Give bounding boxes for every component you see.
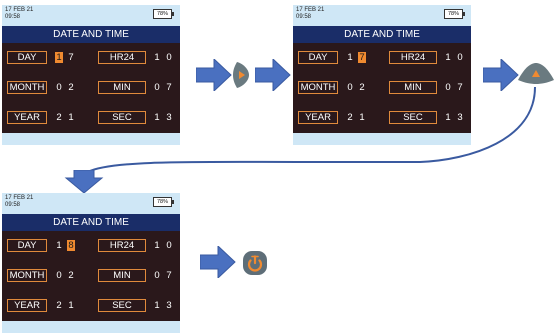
sec-digit-tens[interactable]: 1 <box>154 300 160 311</box>
sec-label: SEC <box>389 111 437 124</box>
device-screen-step-2: 17 FEB 21 09:58 78% DATE AND TIME DAY 1 … <box>293 5 471 145</box>
power-key-icon[interactable] <box>242 250 268 276</box>
date-text: 17 FEB 21 <box>296 7 325 13</box>
min-digit-units[interactable]: 7 <box>457 82 463 93</box>
time-text: 09:58 <box>5 14 21 20</box>
month-digit-tens[interactable]: 0 <box>56 82 62 93</box>
day-digit-units[interactable]: 7 <box>358 52 366 63</box>
sec-digit-units[interactable]: 3 <box>166 112 172 123</box>
device-screen-step-1: 17 FEB 21 09:58 78% DATE AND TIME DAY 1 … <box>2 5 180 145</box>
battery-level: 78% <box>156 199 168 205</box>
hr24-digit-units[interactable]: 0 <box>166 52 172 63</box>
battery-level: 78% <box>447 11 459 17</box>
year-digit-tens[interactable]: 2 <box>347 112 353 123</box>
status-date: 17 FEB 21 09:58 <box>5 7 33 21</box>
sec-label: SEC <box>98 111 146 124</box>
flow-arrow-down-icon <box>64 170 104 194</box>
hr24-digit-units[interactable]: 0 <box>166 240 172 251</box>
day-digit-tens[interactable]: 1 <box>56 240 62 251</box>
screen-title: DATE AND TIME <box>2 214 180 231</box>
day-digit-units[interactable]: 7 <box>68 52 74 63</box>
min-digit-tens[interactable]: 0 <box>154 82 160 93</box>
day-digit-tens[interactable]: 1 <box>55 52 63 63</box>
hr24-digit-units[interactable]: 0 <box>457 52 463 63</box>
sec-digit-tens[interactable]: 1 <box>154 112 160 123</box>
day-digit-units[interactable]: 8 <box>67 240 75 251</box>
min-digit-units[interactable]: 7 <box>166 82 172 93</box>
screen-title: DATE AND TIME <box>2 26 180 43</box>
year-label: YEAR <box>298 111 338 124</box>
month-digit-units[interactable]: 2 <box>359 82 365 93</box>
min-digit-tens[interactable]: 0 <box>445 82 451 93</box>
time-text: 09:58 <box>296 14 312 20</box>
day-label: DAY <box>298 51 338 64</box>
year-label: YEAR <box>7 299 47 312</box>
date-time-fields: DAY 1 7 HR24 1 0 MONTH 0 2 MIN 0 7 YEAR … <box>293 43 471 133</box>
year-label: YEAR <box>7 111 47 124</box>
year-digit-tens[interactable]: 2 <box>56 112 62 123</box>
sec-digit-units[interactable]: 3 <box>166 300 172 311</box>
battery-level: 78% <box>156 11 168 17</box>
month-label: MONTH <box>7 269 47 282</box>
sec-digit-units[interactable]: 3 <box>457 112 463 123</box>
battery-icon: 78% <box>153 197 174 207</box>
min-digit-units[interactable]: 7 <box>166 270 172 281</box>
sec-label: SEC <box>98 299 146 312</box>
status-date: 17 FEB 21 09:58 <box>5 195 33 209</box>
min-label: MIN <box>98 269 146 282</box>
min-label: MIN <box>389 81 437 94</box>
year-digit-units[interactable]: 1 <box>68 300 74 311</box>
date-text: 17 FEB 21 <box>5 7 34 13</box>
hr24-digit-tens[interactable]: 1 <box>154 52 160 63</box>
month-digit-tens[interactable]: 0 <box>56 270 62 281</box>
flow-arrow-right-icon <box>200 246 236 278</box>
hr24-label: HR24 <box>98 51 146 64</box>
hr24-digit-tens[interactable]: 1 <box>445 52 451 63</box>
time-text: 09:58 <box>5 202 21 208</box>
battery-icon: 78% <box>444 9 465 19</box>
date-time-fields: DAY 1 7 HR24 1 0 MONTH 0 2 MIN 0 7 YEAR … <box>2 43 180 133</box>
year-digit-units[interactable]: 1 <box>359 112 365 123</box>
year-digit-tens[interactable]: 2 <box>56 300 62 311</box>
device-screen-step-3: 17 FEB 21 09:58 78% DATE AND TIME DAY 1 … <box>2 193 180 333</box>
hr24-label: HR24 <box>389 51 437 64</box>
min-label: MIN <box>98 81 146 94</box>
month-digit-units[interactable]: 2 <box>68 270 74 281</box>
day-digit-tens[interactable]: 1 <box>347 52 353 63</box>
month-digit-units[interactable]: 2 <box>68 82 74 93</box>
flow-arrow-right-icon <box>196 59 232 91</box>
year-digit-units[interactable]: 1 <box>68 112 74 123</box>
month-label: MONTH <box>298 81 338 94</box>
min-digit-tens[interactable]: 0 <box>154 270 160 281</box>
flow-arrow-right-icon <box>255 59 291 91</box>
date-text: 17 FEB 21 <box>5 195 34 201</box>
flow-arrow-right-icon <box>483 59 519 91</box>
right-arrow-key-icon[interactable] <box>232 61 250 89</box>
up-arrow-key-icon[interactable] <box>517 61 555 85</box>
hr24-label: HR24 <box>98 239 146 252</box>
battery-icon: 78% <box>153 9 174 19</box>
screen-title: DATE AND TIME <box>293 26 471 43</box>
status-date: 17 FEB 21 09:58 <box>296 7 324 21</box>
hr24-digit-tens[interactable]: 1 <box>154 240 160 251</box>
day-label: DAY <box>7 239 47 252</box>
month-digit-tens[interactable]: 0 <box>347 82 353 93</box>
day-label: DAY <box>7 51 47 64</box>
sec-digit-tens[interactable]: 1 <box>445 112 451 123</box>
month-label: MONTH <box>7 81 47 94</box>
date-time-fields: DAY 1 8 HR24 1 0 MONTH 0 2 MIN 0 7 YEAR … <box>2 231 180 321</box>
